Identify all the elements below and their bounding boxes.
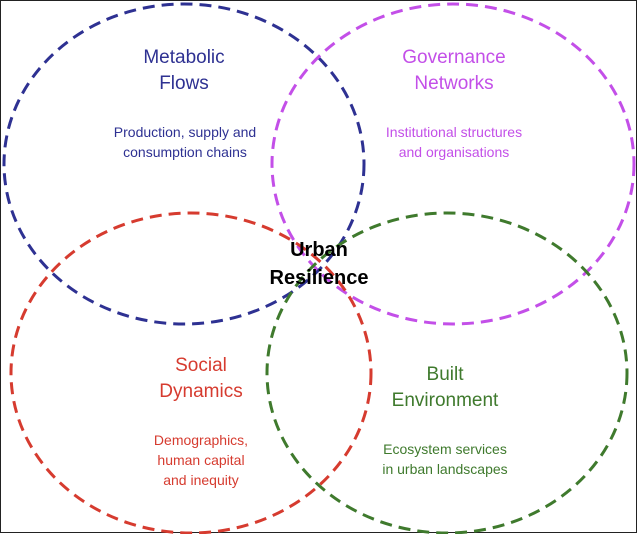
built-environment-title: Built Environment <box>365 362 525 414</box>
governance-networks-title: Governance Networks <box>374 45 534 97</box>
built-title-line-2: Environment <box>391 390 499 411</box>
built-environment-description: Ecosystem services in urban landscapes <box>345 439 545 479</box>
metabolic-title-line-1: Metabolic <box>143 47 225 68</box>
circle-metabolic-flows <box>2 2 366 326</box>
built-desc-line-1: Ecosystem services <box>383 441 507 457</box>
governance-networks-description: Institutional structures and organisatio… <box>354 122 554 162</box>
built-title-line-1: Built <box>426 364 464 385</box>
social-title-line-1: Social <box>175 355 227 376</box>
urban-resilience-label: Urban Resilience <box>239 236 399 292</box>
governance-desc-line-1: Institutional structures <box>385 124 523 140</box>
metabolic-desc-line-2: consumption chains <box>123 144 247 160</box>
social-dynamics-description: Demographics, human capital and inequity <box>121 430 281 490</box>
circle-governance-networks <box>270 2 636 326</box>
social-desc-line-1: Demographics, <box>153 432 249 448</box>
social-desc-line-3: and inequity <box>163 472 239 488</box>
metabolic-flows-title: Metabolic Flows <box>104 45 264 97</box>
metabolic-title-line-2: Flows <box>159 73 209 94</box>
governance-title-line-2: Networks <box>414 73 494 94</box>
center-line-1: Urban <box>290 239 348 261</box>
social-desc-line-2: human capital <box>157 452 245 468</box>
governance-title-line-1: Governance <box>402 47 506 68</box>
center-line-2: Resilience <box>269 267 369 289</box>
social-dynamics-title: Social Dynamics <box>121 353 281 405</box>
social-title-line-2: Dynamics <box>159 381 243 402</box>
metabolic-flows-description: Production, supply and consumption chain… <box>85 122 285 162</box>
metabolic-desc-line-1: Production, supply and <box>113 124 257 140</box>
built-desc-line-2: in urban landscapes <box>382 461 508 477</box>
governance-desc-line-2: and organisations <box>398 144 510 160</box>
